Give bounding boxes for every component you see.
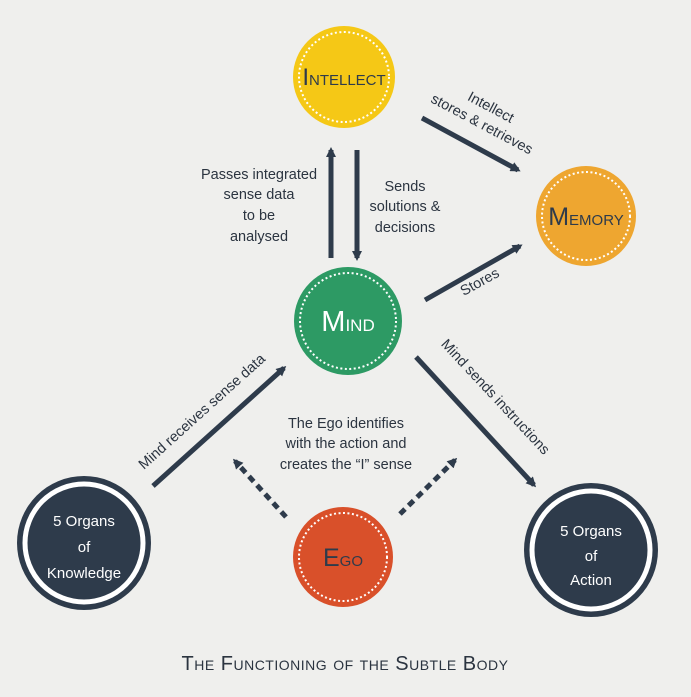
ego-label: EGO [323, 544, 363, 572]
arrows [151, 115, 537, 519]
passes-line-3: to be [243, 208, 275, 224]
action-line3: Action [570, 572, 612, 589]
arrow-mind-to-action [414, 355, 537, 488]
mind-receives-label: Mind receives sense data [136, 350, 270, 473]
ego-line-3: creates the “I” sense [280, 457, 412, 473]
dotted-arrow-ego-left [232, 458, 288, 519]
memory-node: MEMORY [536, 166, 636, 266]
ego-node: EGO [293, 507, 393, 607]
passes-line-1: Passes integrated [201, 167, 317, 183]
passes-line-2: sense data [224, 187, 296, 203]
arrow-knowledge-to-mind [151, 365, 287, 488]
dotted-arrow-ego-right [398, 457, 458, 516]
knowledge-line2: of [78, 539, 91, 556]
arrow-mind-to-memory [423, 243, 523, 303]
passes-label: Passes integrated sense data to be analy… [201, 167, 317, 245]
intellect-node: INTELLECT [293, 26, 395, 128]
sends-line-3: decisions [375, 220, 435, 236]
mind-node: MIND [294, 267, 402, 375]
ego-line-2: with the action and [285, 436, 407, 452]
knowledge-line3: Knowledge [47, 565, 121, 582]
knowledge-line1: 5 Organs [53, 513, 115, 530]
memory-label: MEMORY [548, 203, 624, 231]
arrow-intellect-to-memory [420, 115, 521, 173]
mind-label: MIND [321, 306, 374, 338]
action-line2: of [585, 548, 598, 565]
intellect-label: INTELLECT [302, 64, 385, 91]
action-line1: 5 Organs [560, 523, 622, 540]
organs-of-action-node: 5 Organs of Action [524, 483, 658, 617]
sends-line-1: Sends [384, 179, 425, 195]
passes-line-4: analysed [230, 229, 288, 245]
sends-label: Sends solutions & decisions [370, 179, 441, 236]
organs-of-knowledge-node: 5 Organs of Knowledge [17, 476, 151, 610]
ego-line-1: The Ego identifies [288, 416, 404, 432]
diagram-title: The Functioning of the Subtle Body [182, 653, 509, 675]
ego-description: The Ego identifies with the action and c… [280, 416, 412, 473]
intellect-stores-label: Intellect stores & retrieves [428, 89, 535, 158]
sends-line-2: solutions & [370, 199, 441, 215]
